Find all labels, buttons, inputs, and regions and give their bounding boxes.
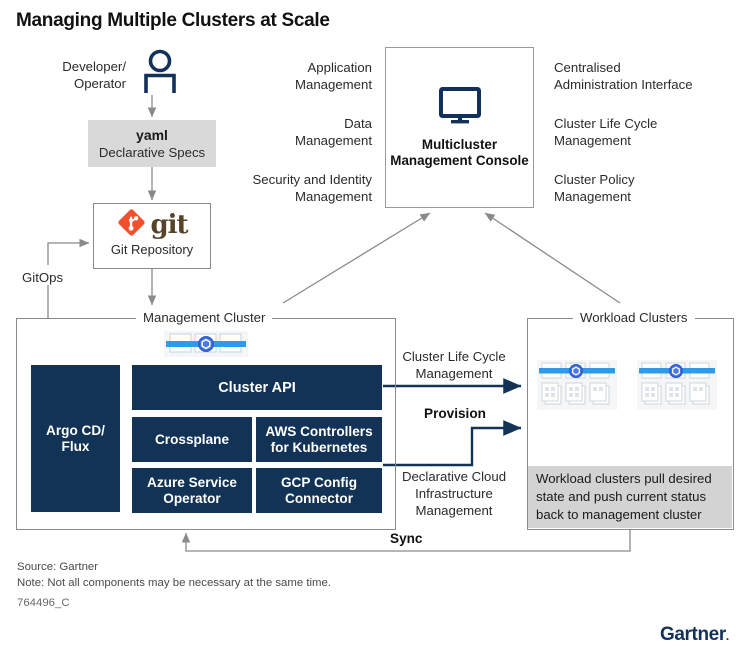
flow-label-cluster-life-cycle-management: Cluster Life Cycle Management — [402, 349, 506, 381]
yaml-title: yaml — [136, 126, 168, 143]
console-title: Multicluster Management Console — [390, 136, 529, 168]
gitops-label: GitOps — [22, 270, 64, 285]
component-cluster-api: Cluster API — [132, 365, 382, 410]
component-aws-controllers-for-kubernetes: AWS Controllers for Kubernetes — [256, 417, 382, 462]
component-argo-cd-flux: Argo CD/ Flux — [31, 365, 120, 512]
person-icon — [139, 48, 181, 101]
developer-operator-label: Developer/ Operator — [62, 59, 126, 91]
arrow-provision — [383, 420, 522, 467]
gartner-wordmark: Gartner — [660, 624, 726, 645]
footer-source: Source: Gartner — [17, 561, 99, 573]
capability-cluster-life-cycle-management: Cluster Life Cycle Management — [554, 116, 658, 148]
yaml-subtitle: Declarative Specs — [98, 144, 206, 160]
management-cluster-legend: Management Cluster — [136, 310, 273, 325]
yaml-declarative-specs-box: yaml Declarative Specs — [88, 120, 216, 167]
footer-note: Note: Not all components may be necessar… — [17, 577, 332, 589]
gartner-logo-dot: . — [725, 629, 729, 643]
component-azure-service-operator: Azure Service Operator — [132, 468, 252, 513]
capability-data-management: Data Management — [295, 116, 372, 148]
kubernetes-cluster-icon — [637, 360, 717, 415]
gartner-logo: Gartner. — [660, 624, 729, 646]
page-title: Managing Multiple Clusters at Scale — [16, 10, 330, 31]
workload-clusters-note: Workload clusters pull desired state and… — [528, 466, 732, 528]
monitor-icon — [437, 86, 483, 130]
flow-label-declarative-cloud-infrastructure-management: Declarative Cloud Infrastructure Managem… — [401, 469, 507, 518]
git-repository-caption: Git Repository — [110, 242, 194, 257]
arrow-mgmt-to-console — [282, 212, 431, 304]
kubernetes-cluster-icon — [164, 331, 248, 362]
arrow-gitops-to-git — [47, 238, 90, 265]
footer-id: 764496_C — [17, 597, 70, 609]
capability-application-management: Application Management — [295, 60, 372, 92]
workload-clusters-legend: Workload Clusters — [573, 310, 695, 325]
capability-centralised-administration-interface: Centralised Administration Interface — [554, 60, 693, 92]
flow-label-provision: Provision — [424, 406, 486, 421]
capability-cluster-policy-management: Cluster Policy Management — [554, 172, 635, 204]
capability-security-identity-management: Security and Identity Management — [252, 172, 373, 204]
git-logo-icon — [116, 207, 147, 243]
component-gcp-config-connector: GCP Config Connector — [256, 468, 382, 513]
git-wordmark: git — [150, 210, 188, 240]
multicluster-management-console-box: Multicluster Management Console — [385, 47, 534, 208]
component-crossplane: Crossplane — [132, 417, 252, 462]
git-repository-box: git Git Repository — [93, 203, 211, 269]
arrow-workload-to-console — [484, 212, 621, 304]
flow-label-sync: Sync — [384, 531, 429, 546]
kubernetes-cluster-icon — [537, 360, 617, 415]
